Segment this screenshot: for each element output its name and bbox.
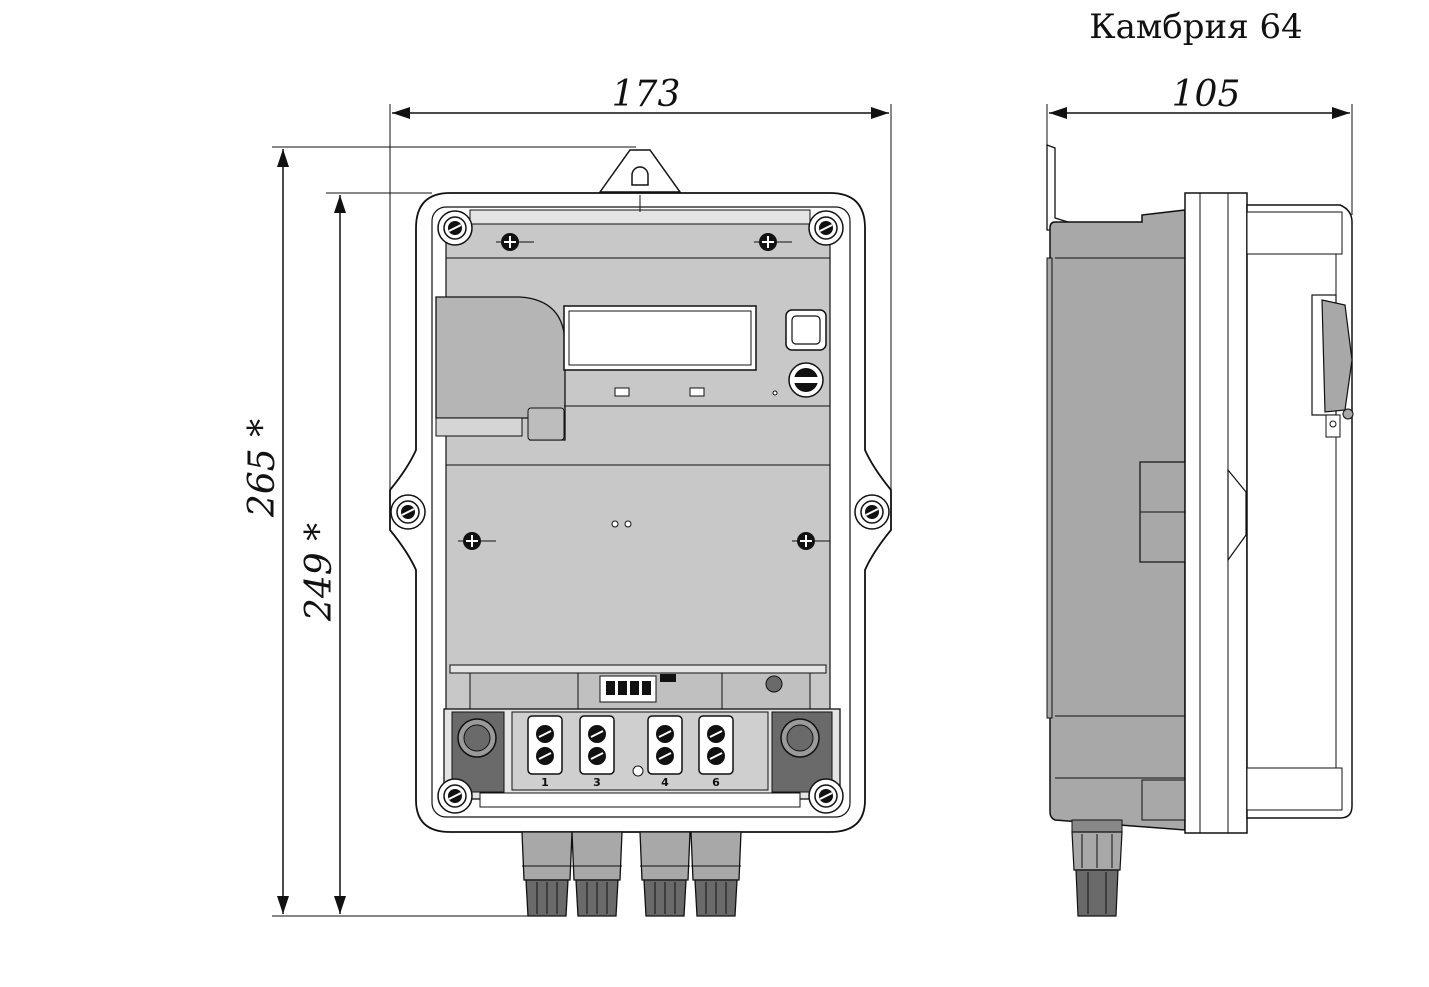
dim-body-height: 249 * [299, 192, 432, 914]
panel-screw-icon [792, 532, 830, 550]
seal-screw-icon [772, 362, 824, 398]
side-view [1046, 144, 1354, 917]
lcd-display [563, 305, 757, 371]
dim-side-depth-label: 105 [1172, 74, 1241, 115]
meter-panel [445, 221, 831, 711]
panel-screw-icon [754, 233, 792, 251]
terminal: 4 [647, 715, 683, 789]
dim-front-width: 173 [389, 74, 892, 495]
dim-body-height-label: 249 * [299, 523, 340, 622]
dim-total-height: 265 * [242, 146, 636, 917]
cover-latch-icon [1311, 294, 1354, 438]
terminal: 3 [579, 715, 615, 789]
housing-screw-icon [390, 494, 426, 530]
cable-gland [521, 831, 573, 917]
dim-total-height-label: 265 * [242, 419, 283, 518]
optical-port-icon [611, 520, 619, 528]
side-body [1049, 209, 1186, 831]
dim-side-depth: 105 [1046, 74, 1353, 230]
dip-switch-icon [599, 674, 676, 703]
terminal-label: 3 [593, 776, 601, 789]
led-indicator [614, 387, 630, 397]
panel-screw-icon [496, 233, 534, 251]
panel-screw-icon [458, 532, 496, 550]
cable-gland [690, 831, 742, 917]
terminal-label: 4 [661, 776, 669, 789]
terminal: 6 [698, 715, 734, 789]
cable-gland [639, 831, 691, 917]
terminal-label: 6 [712, 776, 720, 789]
housing-screw-icon [437, 778, 473, 814]
hanging-hole [631, 166, 649, 186]
side-cable-gland [1071, 819, 1123, 917]
housing-screw-icon [437, 210, 473, 246]
housing-screw-icon [808, 778, 844, 814]
terminal: 1 [527, 715, 563, 789]
model-title: Камбрия 64 [1089, 7, 1302, 47]
housing-screw-icon [808, 210, 844, 246]
housing-screw-icon [854, 494, 890, 530]
terminal-label: 1 [541, 776, 549, 789]
led-indicator [689, 387, 705, 397]
cable-gland [571, 831, 623, 917]
dim-front-width-label: 173 [612, 74, 681, 115]
indicator-dot [765, 675, 783, 693]
front-view: 1 3 4 6 [389, 149, 892, 917]
wall-bracket [1046, 144, 1069, 231]
optical-port-icon [624, 520, 632, 528]
